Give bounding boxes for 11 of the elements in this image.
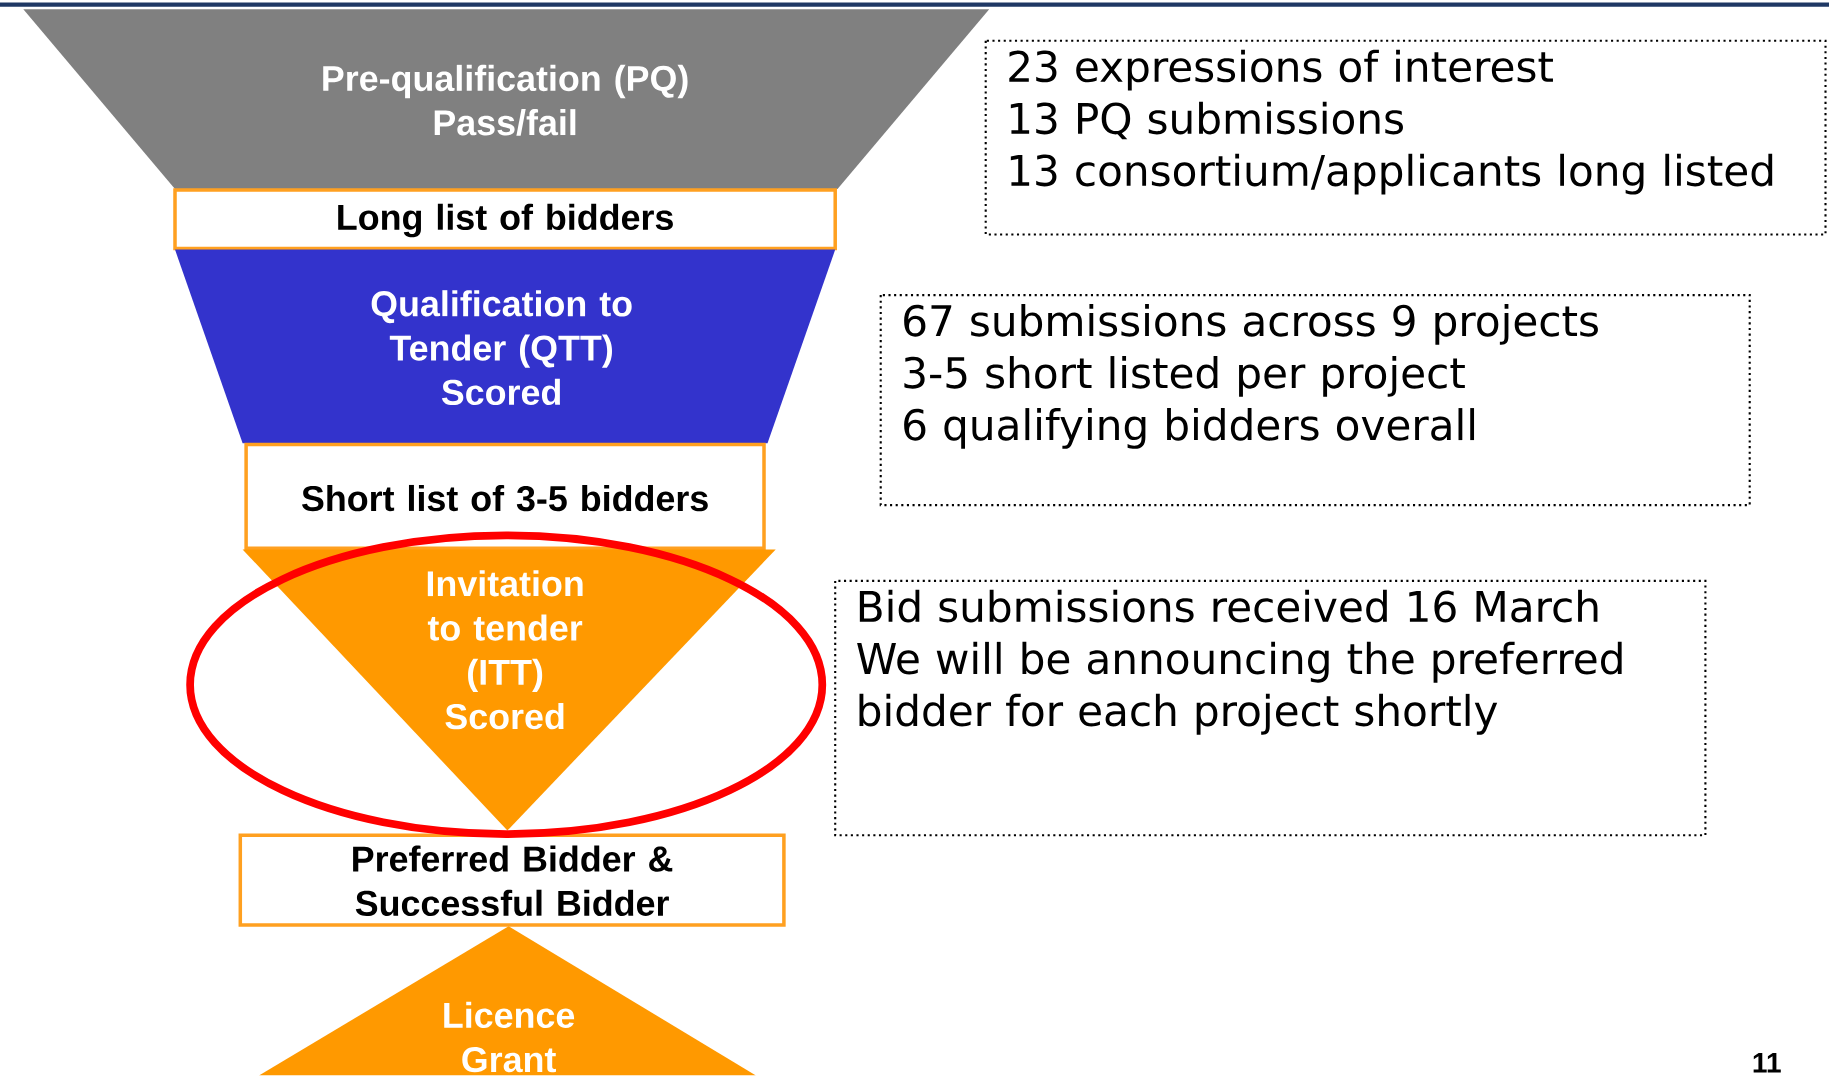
stage-box: Short list of 3-5 bidders xyxy=(244,442,766,551)
note-box: Bid submissions received 16 March We will be announcing the preferred bidder for each project shortly xyxy=(834,580,1707,837)
funnel-stage: Qualification to Tender (QTT) Scored xyxy=(175,249,836,444)
page-number: 11 xyxy=(1753,1053,1781,1073)
stage-box: Preferred Bidder & Successful Bidder xyxy=(238,833,786,927)
stage-box: Long list of bidders xyxy=(173,188,837,251)
note-box: 67 submissions across 9 projects 3-5 short listed per project 6 qualifying bidders overall xyxy=(879,294,1751,507)
funnel-stage: Pre-qualification (PQ) Pass/fail xyxy=(23,9,990,190)
note-box: 23 expressions of interest 13 PQ submissions 13 consortium/applicants long listed xyxy=(984,40,1827,236)
funnel-stage: Licence Grant xyxy=(259,926,756,1076)
funnel-stage: Invitation to tender (ITT) Scored xyxy=(242,549,776,831)
